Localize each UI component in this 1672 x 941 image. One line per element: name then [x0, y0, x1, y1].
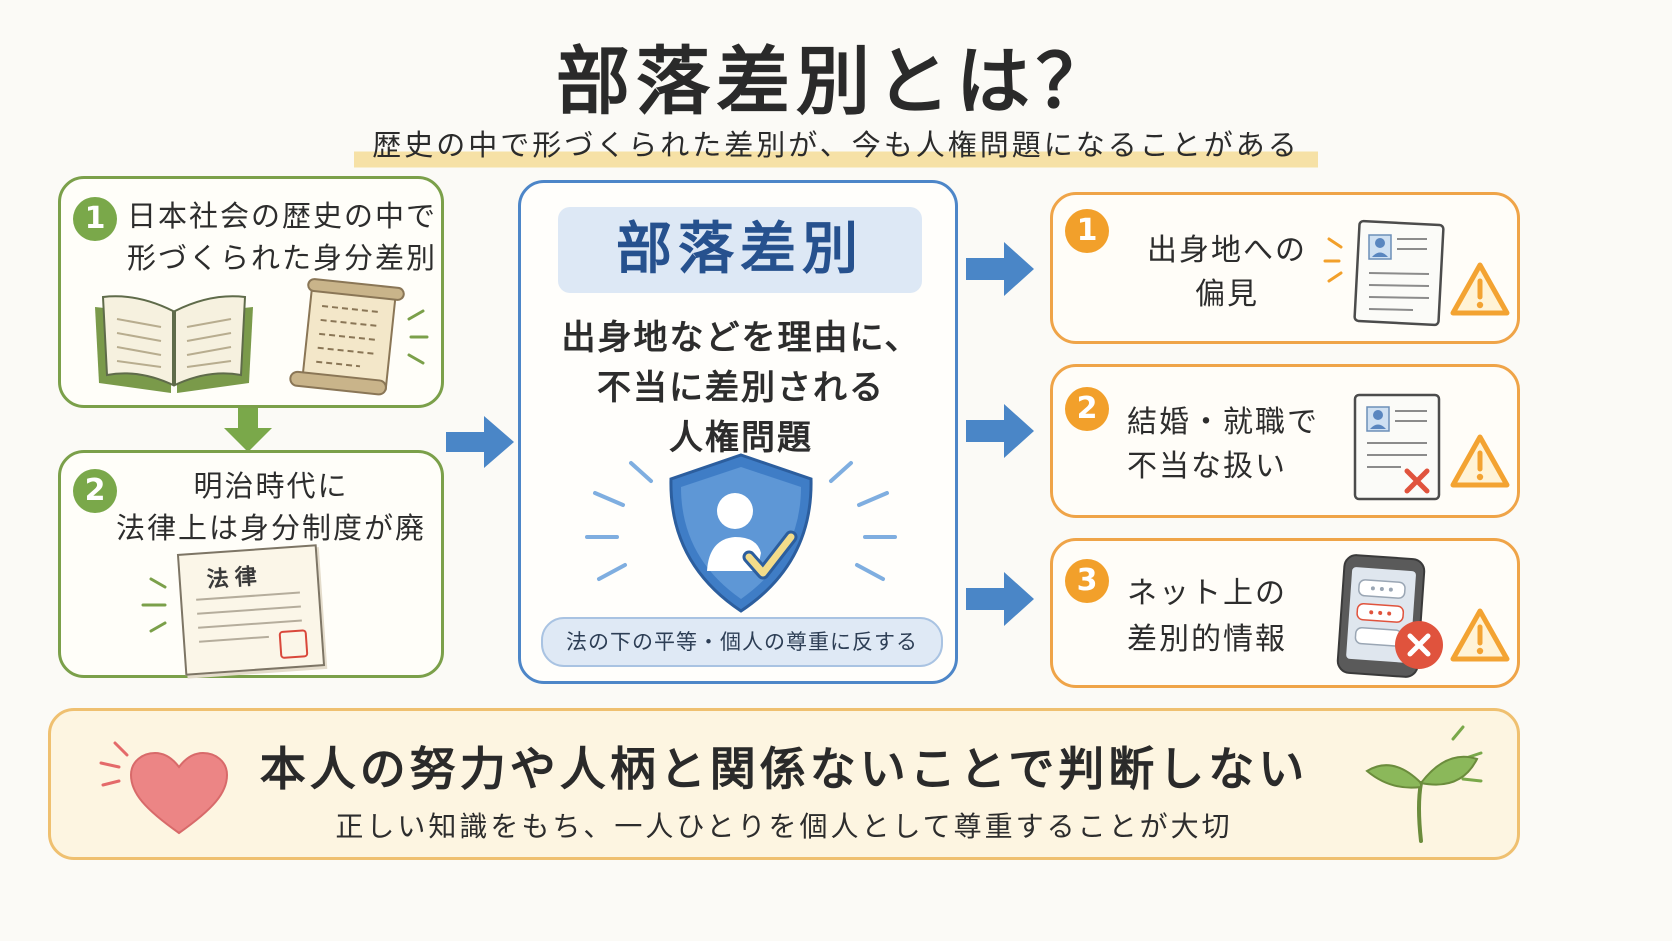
arrow-right-icon — [966, 242, 1034, 296]
arrow-right-icon — [446, 416, 514, 468]
seal-stamp-icon — [278, 629, 309, 660]
arrow-down-icon — [224, 408, 272, 452]
step-number-badge: 1 — [73, 197, 117, 241]
effect-card-3: 3 ネット上の 差別的情報 — [1050, 538, 1520, 688]
profile-document-icon — [1323, 219, 1445, 327]
scroll-icon — [289, 278, 429, 396]
effect-card-3-text: ネット上の 差別的情報 — [1127, 576, 1287, 657]
arrow-right-icon — [966, 404, 1034, 458]
page-subtitle: 歴史の中で形づくられた差別が、今も人権問題になることがある — [354, 118, 1318, 172]
law-document-label: 法律 — [205, 564, 264, 593]
bottom-message-banner: 本人の努力や人柄と関係ないことで判断しない 正しい知識をもち、一人ひとりを個人と… — [48, 708, 1520, 860]
effect-card-1-text: 出身地への 偏見 — [1147, 233, 1307, 312]
center-label: 部落差別 — [558, 207, 922, 293]
rejected-document-icon — [1353, 393, 1441, 501]
warning-icon — [1450, 608, 1510, 662]
sprout-icon — [1365, 725, 1483, 843]
open-book-icon — [95, 295, 253, 393]
page-title: 部落差別とは？ — [556, 39, 1116, 125]
emphasis-lines-icon — [141, 577, 167, 633]
history-card-2-text: 明治時代に 法律上は身分制度が廃止 — [115, 469, 426, 587]
effect-number-badge: 3 — [1065, 559, 1109, 603]
warning-icon — [1450, 262, 1510, 316]
effect-card-1: 1 出身地への 偏見 — [1050, 192, 1520, 344]
heart-icon — [99, 741, 229, 835]
bottom-main-message: 本人の努力や人柄と関係ないことで判断しない — [259, 742, 1309, 796]
effect-card-2: 2 結婚・就職で 不当な扱い — [1050, 364, 1520, 518]
center-description: 出身地などを理由に、 不当に差別される 人権問題 — [561, 318, 921, 458]
effect-number-badge: 1 — [1065, 209, 1109, 253]
arrow-right-icon — [966, 572, 1034, 626]
bottom-sub-message: 正しい知識をもち、一人ひとりを個人として尊重することが大切 — [335, 810, 1233, 843]
history-card-2: 2 明治時代に 法律上は身分制度が廃止 法律 — [58, 450, 444, 678]
smartphone-icon — [1336, 554, 1443, 678]
shield-person-check-icon — [585, 453, 897, 613]
history-card-1: 1 日本社会の歴史の中で 形づくられた身分差別 — [58, 176, 444, 408]
warning-icon — [1450, 434, 1510, 488]
step-number-badge: 2 — [73, 469, 117, 513]
center-card: 部落差別 出身地などを理由に、 不当に差別される 人権問題 法の下の平等・個人の… — [518, 180, 958, 684]
law-document-icon: 法律 — [176, 544, 326, 676]
effect-number-badge: 2 — [1065, 387, 1109, 431]
history-card-1-text: 日本社会の歴史の中で 形づくられた身分差別 — [127, 199, 438, 275]
center-note-pill: 法の下の平等・個人の尊重に反する — [541, 617, 943, 667]
effect-card-2-text: 結婚・就職で 不当な扱い — [1127, 405, 1319, 484]
